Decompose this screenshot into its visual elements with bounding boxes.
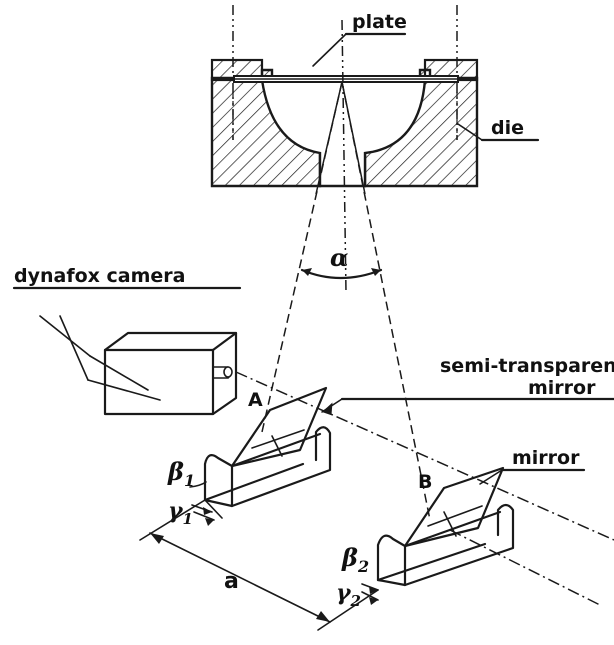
mirror-label: mirror (512, 447, 580, 469)
point-b-label: B (418, 471, 432, 493)
dynafox-camera: dynafox camera (12, 265, 242, 416)
plate-callout: plate (312, 11, 407, 67)
mirror-a-angles: β1 γ1 (167, 457, 223, 528)
point-a-label: A (248, 389, 263, 411)
mirror-assembly: B mirror (376, 447, 586, 587)
die-callout: die (457, 117, 540, 142)
semi-mirror-label-line1: semi-transparent (440, 355, 614, 377)
gamma1-label: γ1 (168, 498, 193, 528)
viewing-rays (261, 81, 431, 521)
alpha-angle: α (300, 243, 383, 280)
central-axis (341, 19, 347, 293)
beta2-label: β2 (341, 543, 369, 576)
camera-leader-2 (59, 315, 89, 381)
beta1-label: β1 (167, 457, 195, 490)
camera-leader-1 (39, 315, 91, 357)
semi-transparent-mirror-assembly: A semi-transparent mirror (203, 355, 614, 508)
camera-optical-axis (235, 371, 614, 541)
camera-label: dynafox camera (14, 265, 185, 287)
distance-a-label: a (224, 569, 239, 594)
distance-a-dimension: a (139, 499, 379, 631)
die-label: die (491, 117, 524, 139)
mirror-b-angles: β2 γ2 (336, 543, 379, 610)
alpha-label: α (330, 243, 348, 272)
mirror-b-axis (449, 529, 601, 606)
plate-label: plate (352, 11, 407, 33)
gamma2-label: γ2 (336, 580, 361, 610)
semi-mirror-label-line2: mirror (528, 377, 596, 399)
